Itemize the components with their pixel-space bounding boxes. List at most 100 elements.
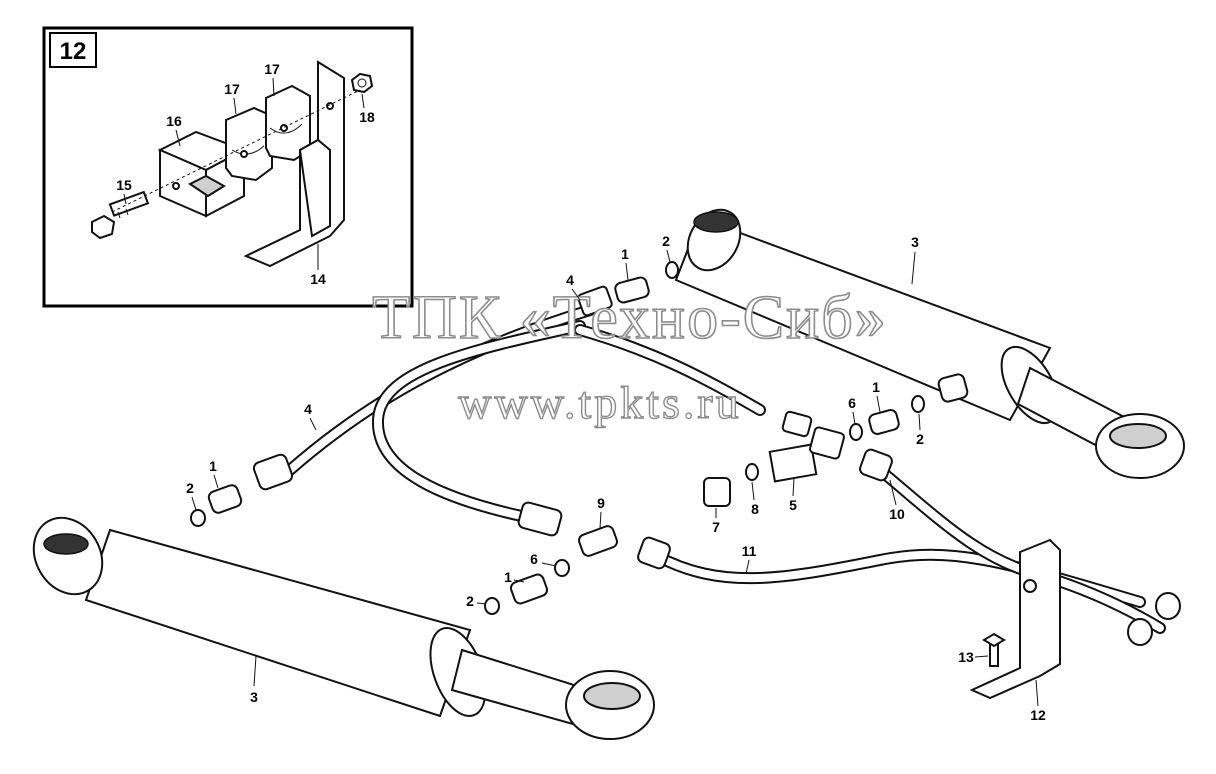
seal-ring-2-right: [911, 395, 925, 413]
seal-ring-2-left: [190, 509, 206, 527]
inset-detail-bracket: 12: [42, 26, 414, 308]
bracket-12-bolt: [1023, 579, 1037, 593]
hose-4-upper-fill: [286, 306, 594, 474]
leader-12: [1035, 679, 1039, 707]
inset-callout-15: 15: [116, 177, 132, 193]
inset-axis-line: [111, 89, 361, 213]
mounting-bracket-12: [969, 538, 1061, 700]
callouts: 1 2 3 4 4 1 2 3 9 6 1 2 11 1 6 2 7 8: [186, 233, 1046, 723]
callout-3-right: 3: [911, 234, 919, 250]
inset-leader-17b: [272, 77, 275, 97]
bracket-14: [243, 60, 345, 268]
inset-leader-18: [361, 93, 365, 109]
callout-2-top: 2: [662, 233, 670, 249]
seal-ring-6-right: [849, 423, 863, 441]
fittings: [190, 261, 1181, 646]
callout-7: 7: [712, 519, 720, 535]
leader-1-right: [876, 395, 881, 413]
bracket-12-plate: [969, 538, 1061, 700]
callout-8: 8: [751, 501, 759, 517]
inset-leader-15: [123, 193, 127, 205]
hydraulic-cylinder-upper: [674, 208, 1185, 479]
rod-eye-bore-upper: [1109, 423, 1167, 449]
callout-6-mid: 6: [530, 551, 538, 567]
callout-3-left: 3: [250, 689, 258, 705]
leader-11: [745, 559, 750, 575]
clamp-half-17a: [225, 106, 273, 182]
leader-10: [889, 479, 897, 506]
seal-ring-2-mid: [484, 597, 500, 615]
leader-1-top: [625, 262, 629, 281]
rod-eye-bore-lower: [583, 682, 641, 710]
leader-3-left: [253, 655, 257, 687]
callout-9: 9: [597, 495, 605, 511]
callout-1-mid: 1: [504, 569, 512, 585]
leader-4-mid: [309, 417, 317, 431]
cylinder-eye-bore-lower: [43, 533, 89, 555]
tee-fitting-9: [578, 525, 618, 557]
watermark: ТПК «Техно-Сиб» www.tpkts.ru: [371, 283, 888, 429]
callout-13: 13: [958, 649, 974, 665]
valve-hose-end: [781, 410, 813, 438]
leader-1-left: [213, 474, 219, 489]
callout-2-right: 2: [916, 431, 924, 447]
seal-ring-8: [745, 463, 759, 481]
callout-2-left: 2: [186, 480, 194, 496]
callout-1-right: 1: [872, 379, 880, 395]
hose-end-4-left: [252, 453, 294, 491]
adapter-1-right: [868, 409, 900, 435]
adapter-1-left: [207, 484, 243, 514]
leader-9: [599, 511, 602, 529]
leader-2-left: [191, 496, 197, 511]
inset-callout-16: 16: [166, 113, 182, 129]
hose-mid-fill: [576, 326, 764, 414]
leader-4-top: [571, 288, 581, 301]
cylinder-port-upper: [937, 373, 969, 403]
hose-end-right-1: [1155, 592, 1181, 620]
leader-13: [974, 655, 989, 658]
inset-number: 12: [60, 38, 87, 65]
hose-end-11: [637, 536, 671, 570]
callout-1-top: 1: [621, 246, 629, 262]
leader-1-mid: [513, 579, 525, 583]
hose-end-mid: [517, 501, 563, 537]
leader-6-mid: [541, 562, 557, 567]
hydraulic-cylinder-lower: [32, 516, 655, 740]
valve-port-fitting: [809, 426, 845, 460]
callout-10: 10: [889, 506, 905, 522]
inset-callout-18: 18: [359, 109, 375, 125]
hose-4-loop-fill: [373, 322, 584, 524]
leader-6-right: [852, 411, 856, 425]
clamp-half-17b: [265, 84, 311, 162]
callout-1-left: 1: [209, 458, 217, 474]
inset-callout-14: 14: [310, 271, 326, 287]
callout-4-top: 4: [566, 272, 574, 288]
nut-18: [350, 72, 374, 94]
cylinder-eye-bore-upper: [693, 211, 739, 233]
leader-2-right: [918, 413, 921, 431]
inset-callout-17b: 17: [264, 61, 280, 77]
seal-ring-6-mid: [554, 559, 570, 577]
valve-block-5: [768, 443, 818, 483]
hose-end-10: [859, 448, 893, 482]
callout-6-right: 6: [848, 395, 856, 411]
leader-8: [751, 481, 755, 501]
inset-leader-16: [175, 129, 181, 147]
callout-5: 5: [789, 497, 797, 513]
cylinder-body-lower: [84, 528, 472, 718]
inset-number-box: [49, 32, 97, 68]
seal-ring-2-top: [665, 261, 679, 279]
leader-2-mid: [476, 602, 487, 605]
cylinder-body-upper: [674, 216, 1052, 422]
adapter-1-mid: [509, 573, 549, 605]
inset-callout-17a: 17: [224, 81, 240, 97]
callout-11: 11: [742, 543, 757, 559]
callout-12: 12: [1030, 707, 1046, 723]
leader-3-right: [911, 251, 916, 285]
watermark-company: ТПК «Техно-Сиб»: [372, 284, 888, 352]
inset-leader-17a: [233, 97, 237, 115]
leader-5: [792, 477, 795, 497]
plug-7: [703, 477, 731, 507]
adapter-1-top: [614, 276, 650, 304]
